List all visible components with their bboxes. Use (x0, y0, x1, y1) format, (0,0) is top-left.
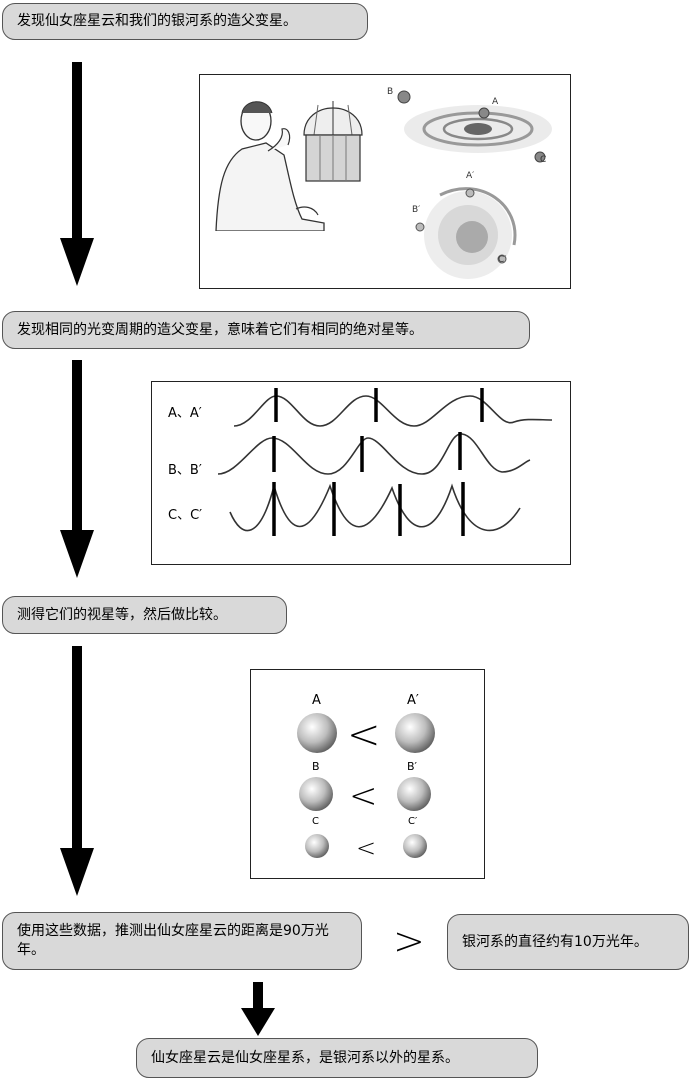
conclusion-text: 仙女座星云是仙女座星系，是银河系以外的星系。 (151, 1049, 459, 1066)
label-B-top: B (387, 87, 394, 97)
step-text-1: 发现仙女座星云和我们的银河系的造父变星。 (17, 13, 297, 29)
step-text-4: 使用这些数据，推测出仙女座星云的距离是90万光年。 (17, 923, 329, 958)
scientist-illustration (215, 101, 325, 231)
comparison-label-B-prime: B′ (407, 760, 418, 773)
sphere-B (299, 777, 333, 811)
label-B-prime: B′ (412, 205, 421, 215)
step-box-4: 使用这些数据，推测出仙女座星云的距离是90万光年。 (2, 912, 362, 970)
conclusion-box: 仙女座星云是仙女座星系，是银河系以外的星系。 (136, 1038, 538, 1078)
greater-than-symbol: > (393, 919, 425, 963)
label-A-top: A (492, 97, 499, 107)
galaxy-andromeda-illustration (415, 187, 517, 279)
down-arrow-4 (241, 982, 275, 1036)
galaxy-milky-way-illustration (397, 90, 552, 163)
down-arrow-3 (60, 646, 94, 896)
sphere-B-prime (397, 777, 431, 811)
curve-label-A: A、A′ (168, 406, 202, 421)
light-curves-graph (217, 388, 553, 536)
sphere-C (305, 834, 329, 858)
curve-C (229, 483, 521, 532)
sphere-C-prime (403, 834, 427, 858)
label-C-prime: C′ (498, 255, 507, 265)
step-box-1: 发现仙女座星云和我们的银河系的造父变星。 (2, 3, 368, 40)
less-than-symbol-B: < (349, 776, 378, 816)
curve-B (217, 433, 531, 475)
panel-comparison: A A′ B B′ C C′ < < < (250, 669, 485, 879)
step-text-3: 测得它们的视星等，然后做比较。 (17, 606, 227, 623)
observatory-dome-illustration (303, 101, 363, 182)
comparison-label-B: B (312, 760, 320, 773)
comparison-label-C-prime: C′ (408, 816, 418, 827)
sphere-A-prime (395, 713, 435, 753)
step-text-2: 发现相同的光变周期的造父变星，意味着它们有相同的绝对星等。 (17, 321, 423, 338)
side-note-text: 银河系的直径约有10万光年。 (462, 933, 648, 950)
less-than-symbol-C: < (356, 834, 377, 862)
step-box-2: 发现相同的光变周期的造父变星，意味着它们有相同的绝对星等。 (2, 311, 530, 349)
down-arrow-1 (60, 62, 94, 286)
step-box-3: 测得它们的视星等，然后做比较。 (2, 596, 287, 634)
panel-discovery: B A C A′ B′ C′ (199, 74, 571, 289)
comparison-label-A: A (312, 693, 321, 708)
panel-light-curves: A、A′ B、B′ C、C′ (151, 381, 571, 565)
comparison-label-C: C (312, 816, 319, 827)
curve-A (233, 395, 553, 427)
side-note-box: 银河系的直径约有10万光年。 (447, 914, 689, 970)
less-than-symbol-A: < (347, 712, 381, 758)
comparison-spheres (297, 713, 435, 858)
sphere-A (297, 713, 337, 753)
curve-label-B: B、B′ (168, 463, 202, 478)
label-C-top: C (540, 155, 547, 165)
comparison-label-A-prime: A′ (407, 693, 419, 708)
label-A-prime: A′ (466, 171, 475, 181)
down-arrow-2 (60, 360, 94, 578)
curve-label-C: C、C′ (168, 508, 203, 523)
